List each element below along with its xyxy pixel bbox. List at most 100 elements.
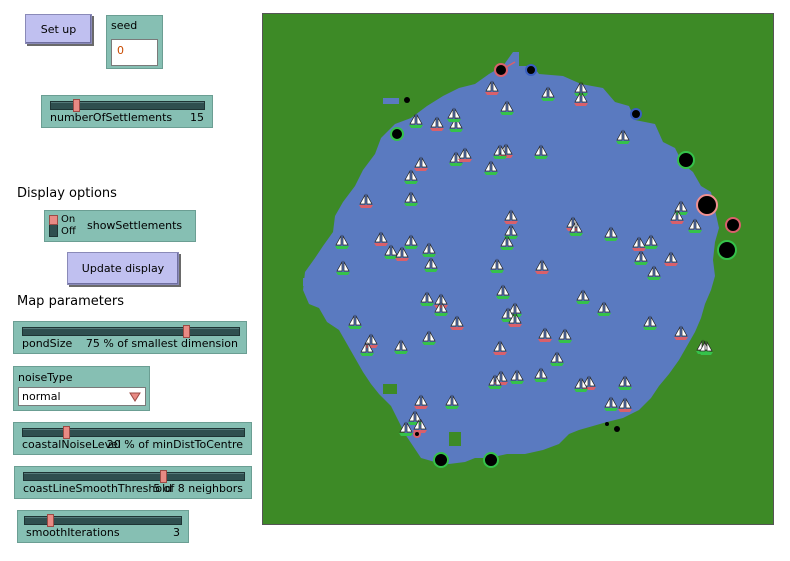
seed-input[interactable]: 0: [111, 39, 158, 66]
boat-icon: [414, 394, 428, 409]
boat-icon: [399, 421, 413, 436]
update-display-button-label: Update display: [81, 262, 165, 275]
switch-on-label: On: [61, 214, 76, 225]
setup-button-label: Set up: [40, 22, 77, 36]
boat-icon: [422, 330, 436, 345]
boat-icon: [364, 333, 378, 348]
boats-layer: [335, 80, 713, 436]
chooser-select[interactable]: normal: [18, 387, 146, 406]
boat-icon: [336, 260, 350, 275]
boat-icon: [604, 226, 618, 241]
slider-thumb[interactable]: [73, 99, 80, 112]
boat-icon: [538, 327, 552, 342]
settlement-marker: [433, 452, 449, 468]
boat-icon: [574, 91, 588, 106]
boat-icon: [674, 200, 688, 215]
world-view[interactable]: [262, 13, 774, 525]
slider-thumb[interactable]: [160, 470, 167, 483]
pond-water: [303, 52, 719, 464]
settlements-layer: [390, 61, 741, 468]
boat-icon: [493, 144, 507, 159]
boat-icon: [488, 374, 502, 389]
pondSize-slider[interactable]: pondSize 75 % of smallest dimension: [13, 321, 247, 354]
boat-icon: [688, 218, 702, 233]
slider-track[interactable]: [23, 470, 245, 483]
switch-off-label: Off: [61, 226, 76, 237]
switch-toggle[interactable]: [49, 215, 58, 237]
boat-icon: [500, 235, 514, 250]
boat-icon: [384, 244, 398, 259]
boat-icon: [644, 234, 658, 249]
boat-icon: [550, 351, 564, 366]
slider-value: 20 % of minDistToCentre: [106, 438, 243, 451]
slider-name: coastLineSmoothThreshold: [23, 482, 173, 495]
settlement-marker: [725, 217, 741, 233]
coastLineSmoothThreshold-slider[interactable]: coastLineSmoothThreshold 5 of 8 neighbor…: [14, 466, 252, 499]
boat-icon: [574, 81, 588, 96]
settlement-marker: [494, 63, 508, 77]
slider-track[interactable]: [22, 325, 240, 338]
slider-track[interactable]: [50, 99, 205, 112]
boat-icon: [618, 397, 632, 412]
boat-icon: [335, 234, 349, 249]
boat-icon: [404, 191, 418, 206]
smoothIterations-slider[interactable]: smoothIterations 3: [17, 510, 189, 543]
boat-icon: [458, 147, 472, 162]
setup-button[interactable]: Set up: [25, 14, 92, 44]
boat-icon: [447, 107, 461, 122]
boat-icon: [576, 289, 590, 304]
boat-icon: [643, 315, 657, 330]
slider-track[interactable]: [24, 514, 182, 527]
chooser-value: normal: [22, 390, 61, 403]
slider-value: 3: [173, 526, 180, 539]
boat-icon: [500, 100, 514, 115]
boat-icon: [541, 86, 555, 101]
boat-icon: [484, 160, 498, 175]
settlement-marker: [614, 426, 620, 432]
boat-icon: [404, 169, 418, 184]
boat-icon: [348, 314, 362, 329]
switch-knob: [49, 215, 58, 225]
seed-value: 0: [117, 44, 124, 57]
settlement-marker: [677, 151, 695, 169]
boat-icon: [409, 113, 423, 128]
boat-icon: [490, 258, 504, 273]
boat-icon: [414, 156, 428, 171]
boat-icon: [485, 80, 499, 95]
boat-icon: [493, 340, 507, 355]
slider-thumb[interactable]: [63, 426, 70, 439]
boat-icon: [534, 367, 548, 382]
slider-value: 75 % of smallest dimension: [85, 337, 238, 350]
showSettlements-switch[interactable]: On Off showSettlements: [44, 210, 196, 242]
boat-icon: [450, 315, 464, 330]
slider-thumb[interactable]: [183, 325, 190, 338]
noiseType-chooser[interactable]: noiseType normal: [13, 366, 150, 411]
boat-icon: [430, 116, 444, 131]
boat-icon: [597, 301, 611, 316]
seed-label: seed: [111, 19, 138, 32]
settlement-marker: [605, 422, 609, 426]
boat-icon: [618, 375, 632, 390]
slider-track[interactable]: [22, 426, 245, 439]
slider-thumb[interactable]: [47, 514, 54, 527]
boat-icon: [422, 242, 436, 257]
boat-icon: [569, 221, 583, 236]
update-display-button[interactable]: Update display: [67, 252, 179, 285]
pond-map: [263, 14, 773, 524]
slider-name: numberOfSettlements: [50, 111, 173, 124]
boat-icon: [434, 301, 448, 316]
boat-icon: [574, 377, 588, 392]
coastalNoiseLevel-slider[interactable]: coastalNoiseLevel 20 % of minDistToCentr…: [13, 422, 252, 455]
numberOfSettlements-slider[interactable]: numberOfSettlements 15: [41, 95, 213, 128]
boat-icon: [395, 246, 409, 261]
boat-icon: [504, 209, 518, 224]
map-parameters-heading: Map parameters: [17, 294, 124, 309]
boat-icon: [394, 339, 408, 354]
settlement-marker: [717, 240, 737, 260]
boat-icon: [604, 396, 618, 411]
settlement-marker: [525, 64, 537, 76]
boat-icon: [445, 394, 459, 409]
boat-icon: [420, 291, 434, 306]
boat-icon: [359, 193, 373, 208]
boat-icon: [504, 224, 518, 239]
